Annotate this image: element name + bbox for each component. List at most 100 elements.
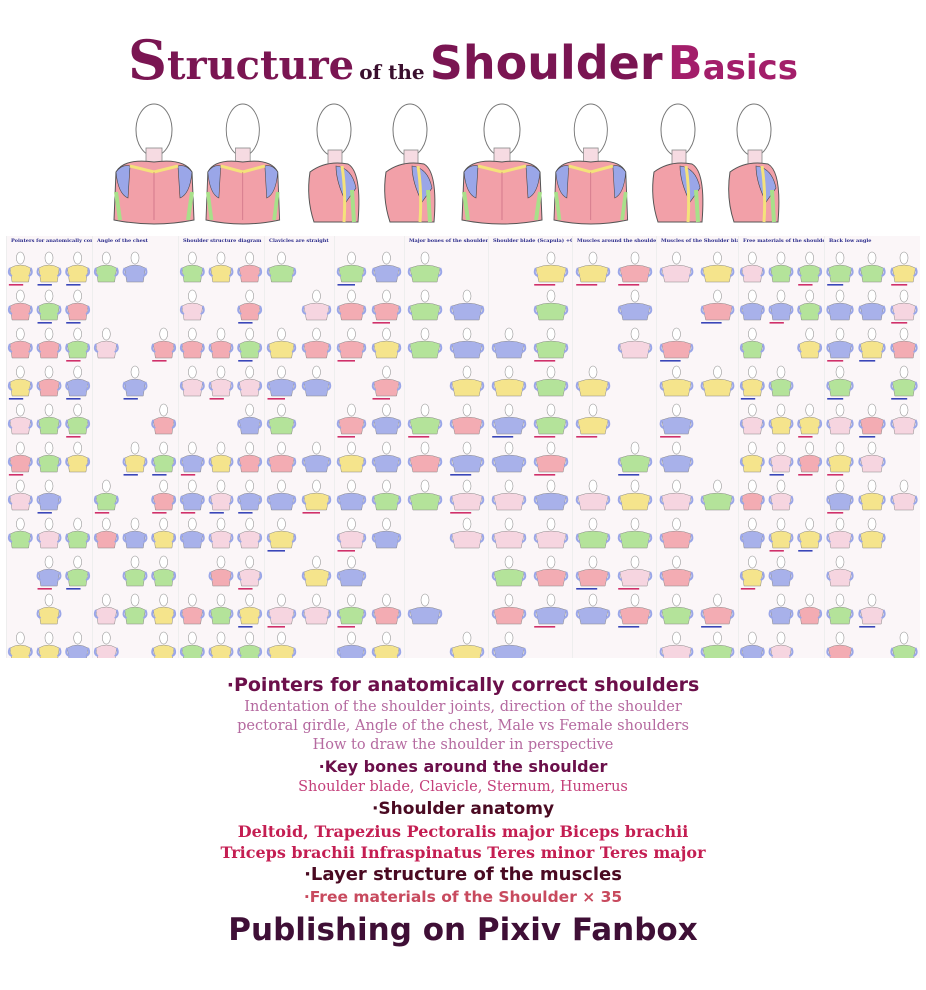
torso-side-2 xyxy=(382,102,437,224)
sketch-note xyxy=(337,626,355,628)
sketch-figure xyxy=(237,327,263,359)
sketch-figure xyxy=(36,289,62,321)
sketch-figure xyxy=(533,479,569,511)
sketch-figure xyxy=(208,631,234,658)
sketch-note xyxy=(798,436,813,438)
sketch-note xyxy=(152,474,167,476)
sketch-figure xyxy=(826,441,854,473)
sketch-figure xyxy=(491,327,527,359)
sketch-note xyxy=(408,436,430,438)
sketch-note xyxy=(302,512,320,514)
text-pointers-3: How to draw the shoulder in perspective xyxy=(312,737,614,753)
sketch-figure xyxy=(208,365,234,397)
sketch-figure xyxy=(208,517,234,549)
sketch-figure xyxy=(371,403,402,435)
sketch-note xyxy=(123,398,138,400)
thumb-title: Muscles of the Shoulder blade xyxy=(661,238,747,244)
sketch-note xyxy=(180,512,196,514)
sketch-figure xyxy=(208,251,234,283)
sketch-figure xyxy=(122,593,148,625)
sketch-note xyxy=(534,360,556,362)
sketch-figure xyxy=(179,593,205,625)
sketch-note xyxy=(660,360,681,362)
sketch-figure xyxy=(739,403,765,435)
sketch-figure xyxy=(533,251,569,283)
sketch-figure xyxy=(93,327,119,359)
sketch-figure xyxy=(237,403,263,435)
sketch-figure xyxy=(208,593,234,625)
sketch-figure xyxy=(491,479,527,511)
sketch-figure xyxy=(208,327,234,359)
sketch-figure xyxy=(575,403,611,435)
sketch-figure xyxy=(533,593,569,625)
sketch-figure xyxy=(237,289,263,321)
sketch-note xyxy=(798,284,813,286)
sketch-figure xyxy=(122,251,148,283)
sketch-figure xyxy=(826,555,854,587)
sketch-figure xyxy=(826,631,854,658)
thumb-title: Shoulder blade (Scapula) +Clavicle+Stern… xyxy=(493,238,621,244)
sketch-figure xyxy=(179,251,205,283)
sketch-figure xyxy=(93,631,119,658)
thumbnail-art xyxy=(7,251,918,658)
torso-side-3 xyxy=(650,102,705,224)
sketch-figure xyxy=(449,289,485,321)
sketch-note xyxy=(152,512,167,514)
sketch-figure xyxy=(617,289,653,321)
thumb-title: Major bones of the shoulder xyxy=(409,238,489,244)
sketch-figure xyxy=(659,441,694,473)
sketch-figure xyxy=(371,289,402,321)
sketch-figure xyxy=(179,365,205,397)
sketch-figure xyxy=(151,517,177,549)
sketch-figure xyxy=(7,327,33,359)
sketch-figure xyxy=(371,441,402,473)
sketch-note xyxy=(769,322,784,324)
sketch-figure xyxy=(336,251,367,283)
sketch-figure xyxy=(301,593,332,625)
sketch-figure xyxy=(7,403,33,435)
sketch-figure xyxy=(65,631,91,658)
sketch-figure xyxy=(371,365,402,397)
sketch-figure xyxy=(371,593,402,625)
sketch-figure xyxy=(301,441,332,473)
sketch-figure xyxy=(533,403,569,435)
sketch-figure xyxy=(336,555,367,587)
sketch-figure xyxy=(36,555,62,587)
sketch-figure xyxy=(65,441,91,473)
sketch-figure xyxy=(65,289,91,321)
sketch-figure xyxy=(768,555,794,587)
publishing-note: Publishing on Pixiv Fanbox xyxy=(228,912,698,948)
sketch-figure xyxy=(266,327,297,359)
sketch-figure xyxy=(617,327,653,359)
sketch-figure xyxy=(739,251,765,283)
sketch-figure xyxy=(65,327,91,359)
sketch-note xyxy=(209,398,224,400)
sketch-figure xyxy=(336,289,367,321)
sketch-note xyxy=(8,284,24,286)
text-pointers-2: pectoral girdle, Angle of the chest, Mal… xyxy=(237,718,689,734)
sketch-figure xyxy=(237,365,263,397)
sketch-figure xyxy=(36,251,62,283)
sketch-figure xyxy=(179,479,205,511)
sketch-figure xyxy=(407,403,443,435)
sketch-figure xyxy=(179,289,205,321)
sketch-note xyxy=(337,284,355,286)
sketch-figure xyxy=(7,365,33,397)
sketch-figure xyxy=(700,365,735,397)
sketch-figure xyxy=(826,593,854,625)
sketch-note xyxy=(492,436,514,438)
sketch-figure xyxy=(7,631,33,658)
sketch-note xyxy=(37,284,52,286)
sketch-figure xyxy=(237,251,263,283)
content-list: ·Pointers for anatomically correct shoul… xyxy=(0,672,926,908)
sketch-figure xyxy=(301,289,332,321)
sketch-figure xyxy=(826,517,854,549)
sketch-figure xyxy=(122,555,148,587)
thumb-title: Pointers for anatomically correct should… xyxy=(11,238,134,244)
sketch-figure xyxy=(858,251,886,283)
sketch-figure xyxy=(768,403,794,435)
sketch-figure xyxy=(768,365,794,397)
sketch-figure xyxy=(858,289,886,321)
sketch-note xyxy=(450,474,472,476)
sketch-figure xyxy=(407,251,443,283)
